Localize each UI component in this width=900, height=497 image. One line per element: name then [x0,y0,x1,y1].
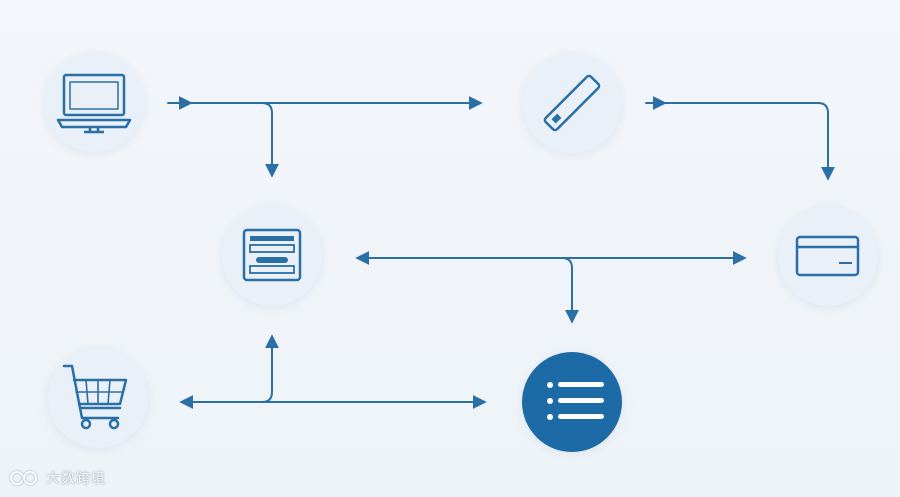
connectors [167,96,835,409]
connector-branch-to-list [561,257,579,324]
watermark-text: 大数跨境 [46,471,106,487]
watermark: 大数跨境 [8,468,106,488]
node-web-form[interactable] [222,206,322,306]
web-form-icon [242,228,302,282]
credit-card-icon [795,235,860,277]
usb-stick-icon [543,74,601,132]
connector-branch-to-form [261,102,279,178]
node-computer[interactable] [44,52,144,152]
node-payment-card[interactable] [778,206,878,306]
connector-usb-to-card [645,102,835,181]
node-task-list[interactable] [522,352,622,452]
shopping-cart-icon [62,364,128,430]
list-icon [547,382,604,420]
computer-monitor-icon [56,73,132,134]
connector-up-to-form [261,334,279,403]
node-shopping-cart[interactable] [48,348,148,448]
node-usb-drive[interactable] [522,53,622,153]
watermark-logo-icon [10,471,37,485]
